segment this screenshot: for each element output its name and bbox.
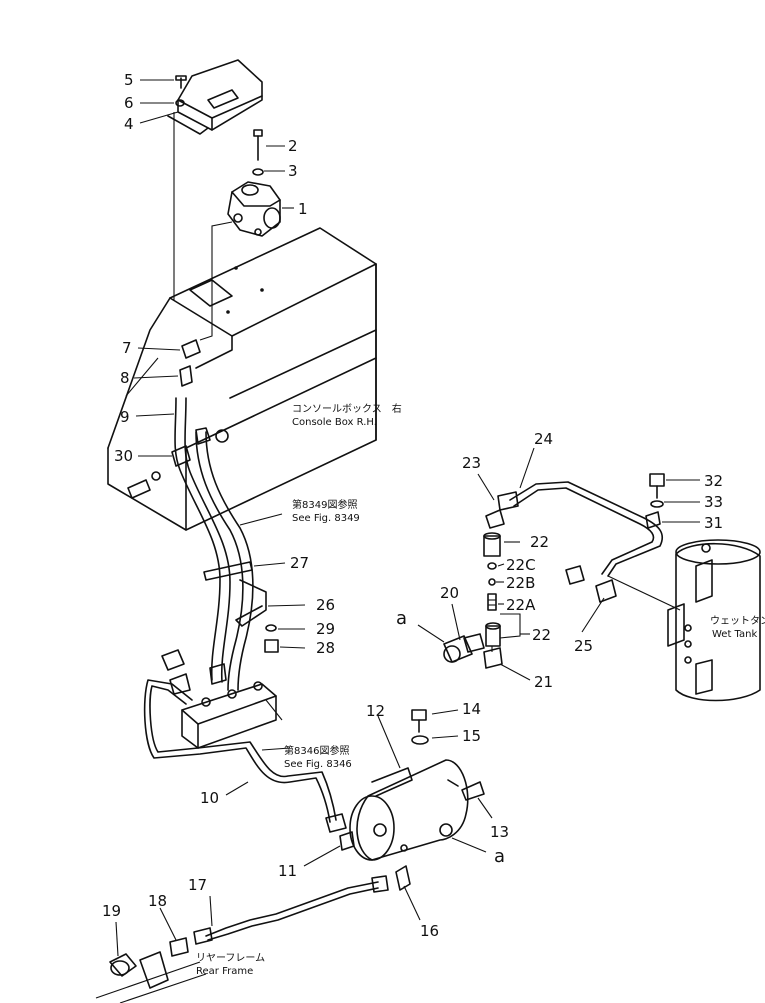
fittings-20-21 [443,633,503,669]
callout-25: 25 [574,637,593,655]
callout-31: 31 [704,514,723,532]
notes: コンソールボックス 右 Console Box R.H. 第8349図参照 Se… [196,402,765,977]
pipe-10 [143,679,347,833]
callout-22B: 22B [506,574,535,592]
callout-4: 4 [124,115,134,133]
callout-3: 3 [288,162,298,180]
callout-23: 23 [462,454,481,472]
callout-12: 12 [366,702,385,720]
callout-21: 21 [534,673,553,691]
wet-tank [667,539,761,702]
callout-6: 6 [124,94,134,112]
air-tank-12 [339,709,485,891]
note-fig8349-jp: 第8349図参照 [292,498,357,511]
callout-20: 20 [440,584,459,602]
note-fig8349-en: See Fig. 8349 [292,513,360,524]
callout-33: 33 [704,493,723,511]
leader-lines [115,79,700,957]
callout-14: 14 [462,700,481,718]
hoses-9 [171,397,254,691]
check-valve-22 [483,532,521,647]
callout-a-left: a [396,608,407,629]
note-wet-tank-jp: ウェットタンク [710,615,765,627]
callout-8: 8 [120,369,130,387]
callout-13: 13 [490,823,509,841]
callout-29: 29 [316,620,335,638]
cover-part-4 [167,59,263,135]
callout-30: 30 [114,447,133,465]
note-console-en: Console Box R.H. [292,417,377,428]
callout-32: 32 [704,472,723,490]
note-wet-tank-en: Wet Tank [712,629,757,640]
console-box-rh [107,227,377,531]
callout-27: 27 [290,554,309,572]
callout-18: 18 [148,892,167,910]
callout-19: 19 [102,902,121,920]
note-rear-frame-en: Rear Frame [196,966,253,977]
callout-24: 24 [534,430,553,448]
callout-a-right: a [494,846,505,867]
callout-10: 10 [200,789,219,807]
pipe-24 [485,473,681,611]
callout-5: 5 [124,71,134,89]
note-fig8346-en: See Fig. 8346 [284,759,352,770]
callout-28: 28 [316,639,335,657]
note-fig8346-jp: 第8346図参照 [284,744,349,757]
callout-11: 11 [278,862,297,880]
note-rear-frame-jp: リヤーフレーム [196,952,265,964]
valve-part-1 [227,129,281,237]
callout-9: 9 [120,408,130,426]
callout-22-lower: 22 [532,626,551,644]
callout-7: 7 [122,339,132,357]
callout-17: 17 [188,876,207,894]
callout-2: 2 [288,137,298,155]
pipe-17 [95,875,389,1003]
callout-16: 16 [420,922,439,940]
callout-22-upper: 22 [530,533,549,551]
clamps-26-27 [203,561,279,653]
fittings-7-8 [179,339,201,387]
callout-22C: 22C [506,556,536,574]
callout-15: 15 [462,727,481,745]
callout-numbers: 5 6 4 2 3 1 7 8 9 30 27 26 29 28 24 23 3… [102,71,723,940]
note-console-jp: コンソールボックス 右 [292,402,402,415]
callout-1: 1 [298,200,308,218]
callout-22A: 22A [506,596,536,614]
callout-26: 26 [316,596,335,614]
